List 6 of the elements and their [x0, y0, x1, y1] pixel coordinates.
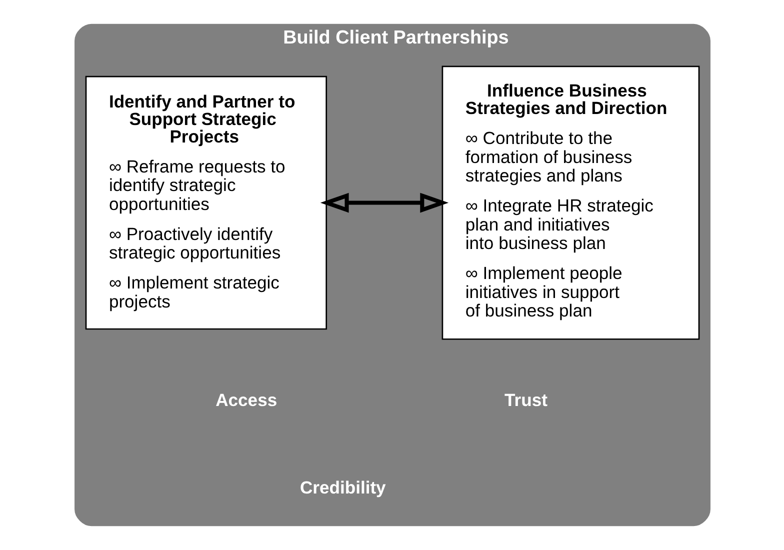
label: Credibility [300, 478, 386, 498]
label: Access [215, 390, 277, 410]
node-box: Identify and Partner to Support Strategic Projects ∞ Reframe requests to identify strategic opportunities ∞ Proactively identify strategic opportunities ∞ Implement strategic projects [84, 76, 327, 330]
node-box: Influence Business Strategies and Direction ∞ Contribute to the formation of business strategies and plans ∞ Integrate HR strategic plan and initiatives into business plan ∞ Implement people initiatives in support of business plan [441, 66, 700, 340]
label: Trust [504, 390, 547, 410]
arrow [320, 192, 448, 213]
